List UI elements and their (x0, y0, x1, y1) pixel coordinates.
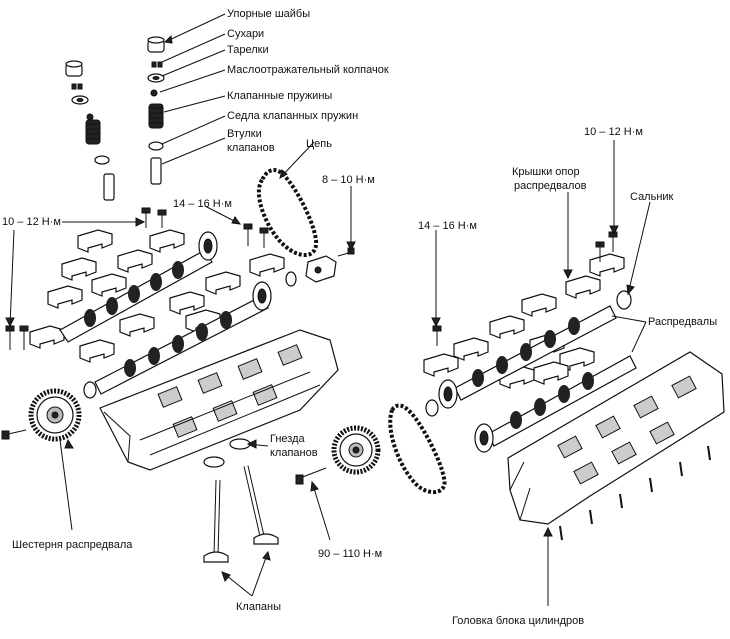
valve-train-stack (65, 36, 165, 201)
timing-chain-left (256, 168, 319, 257)
label-caps-1: Крышки опор (512, 166, 580, 178)
label-torque-10-12-left: 10 – 12 Н·м (2, 216, 61, 228)
label-cylinder-head: Головка блока цилиндров (452, 615, 584, 627)
valve-part (203, 465, 279, 563)
thrust-washer-part (65, 36, 165, 77)
label-camshafts: Распредвалы (648, 316, 717, 328)
label-thrust-washers: Упорные шайбы (227, 8, 310, 20)
right-bolts (295, 231, 618, 485)
right-camshafts (425, 290, 637, 453)
camshaft-sprocket-left (28, 388, 82, 442)
leader-lines (5, 13, 651, 606)
label-guides-1: Втулки (227, 128, 262, 140)
label-torque-90-110: 90 – 110 Н·м (318, 548, 382, 560)
left-bolts (1, 207, 269, 440)
timing-chain-right (388, 403, 447, 495)
keeper-part (71, 61, 163, 90)
spring-seat-part (94, 141, 164, 165)
valve-spring-part (85, 103, 164, 145)
camshaft-sprocket-right (331, 425, 381, 475)
label-torque-10-12-right: 10 – 12 Н·м (584, 126, 643, 138)
left-cylinder-head (99, 329, 339, 471)
label-retainers: Тарелки (227, 44, 269, 56)
retainer-part (71, 73, 165, 105)
label-torque-8-10: 8 – 10 Н·м (322, 174, 375, 186)
label-seats-2: клапанов (270, 447, 318, 459)
oil-cap-part (86, 89, 158, 121)
right-cylinder-head (507, 351, 725, 541)
label-keepers: Сухари (227, 28, 264, 40)
left-camshafts (59, 231, 297, 399)
label-torque-14-16-right: 14 – 16 Н·м (418, 220, 477, 232)
label-torque-14-16-left: 14 – 16 Н·м (173, 198, 232, 210)
label-chain: Цепь (306, 138, 332, 150)
label-caps-2: распредвалов (514, 180, 587, 192)
label-seal: Сальник (630, 191, 674, 203)
labels: Упорные шайбы Сухари Тарелки Маслоотража… (2, 8, 717, 627)
label-valves: Клапаны (236, 601, 281, 613)
label-oil-cap: Маслоотражательный колпачок (227, 64, 389, 76)
label-guides-2: клапанов (227, 142, 275, 154)
chain-tensioner (305, 247, 355, 283)
label-spring-seats: Седла клапанных пружин (227, 110, 358, 122)
valve-guide-part (103, 157, 162, 201)
label-valve-springs: Клапанные пружины (227, 90, 332, 102)
left-bearing-caps (29, 229, 285, 363)
label-seats-1: Гнезда (270, 433, 306, 445)
valve-seat-part (203, 438, 251, 468)
label-sprocket: Шестерня распредвала (12, 539, 133, 551)
